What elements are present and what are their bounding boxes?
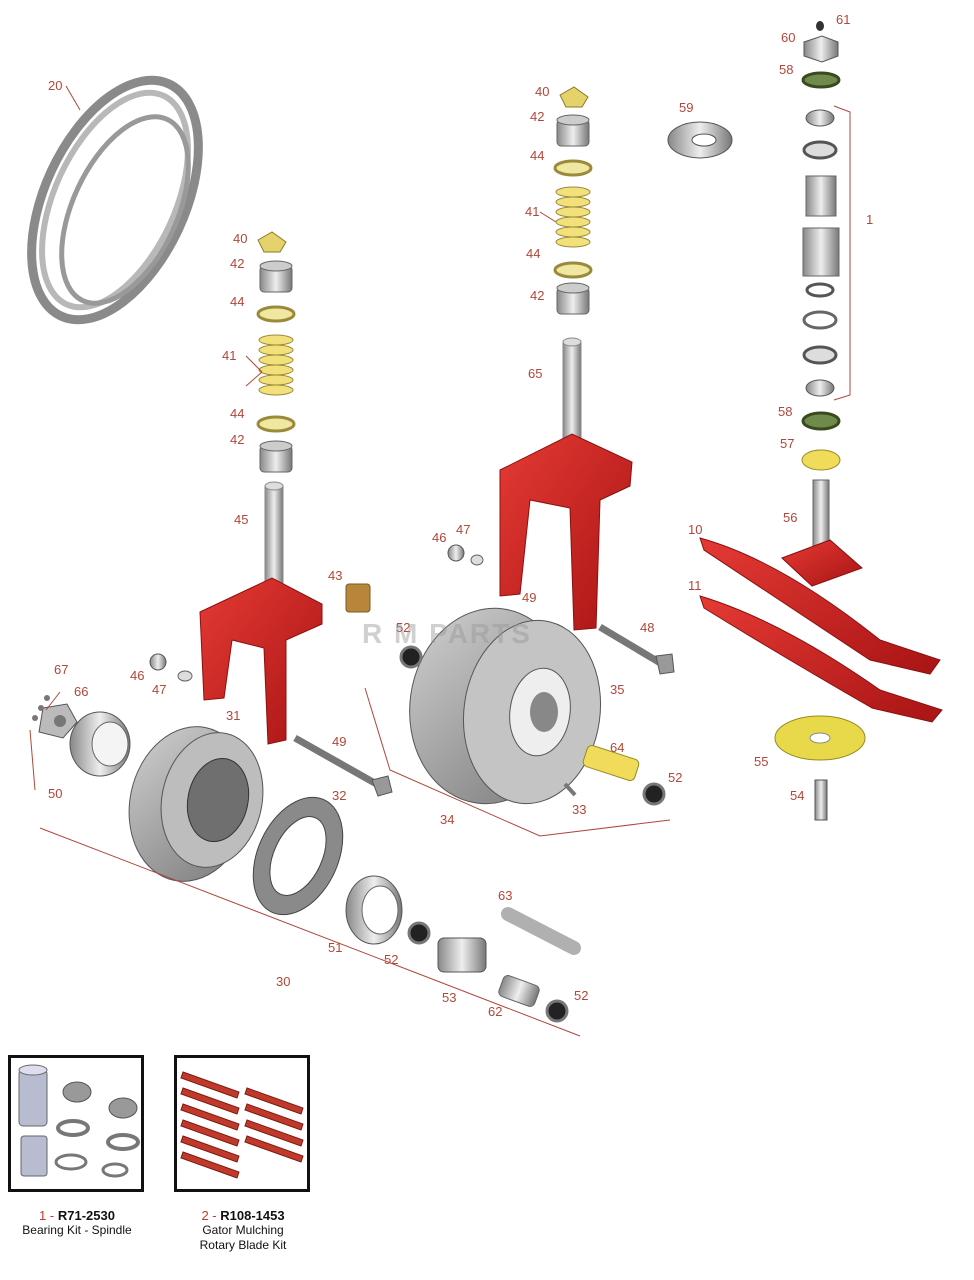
- callout-56: 56: [783, 510, 797, 525]
- middle-wheel-assembly: [399, 607, 666, 806]
- callout-51: 51: [328, 940, 342, 955]
- callout-50: 50: [48, 786, 62, 801]
- callout-40: 40: [535, 84, 549, 99]
- kit-1-part-number: R71-2530: [57, 1208, 115, 1223]
- left-wheel-assembly: [32, 695, 581, 1023]
- belt: [27, 75, 203, 325]
- kit-2-separator: -: [208, 1208, 221, 1223]
- callout-31: 31: [226, 708, 240, 723]
- callout-64: 64: [610, 740, 624, 755]
- callout-11: 11: [688, 578, 702, 593]
- callout-49: 49: [332, 734, 346, 749]
- callout-58: 58: [778, 404, 792, 419]
- callout-48: 48: [640, 620, 654, 635]
- kit-1-caption: 1 - R71-2530 Bearing Kit - Spindle: [0, 1208, 167, 1238]
- callout-41: 41: [525, 204, 539, 219]
- watermark: R M PARTS: [362, 618, 532, 649]
- callout-45: 45: [234, 512, 248, 527]
- middle-caster-stack: [499, 86, 633, 631]
- kit-1-number: 1: [39, 1208, 47, 1223]
- callout-40: 40: [233, 231, 247, 246]
- callout-46: 46: [432, 530, 446, 545]
- callout-61: 61: [836, 12, 850, 27]
- kit-2-number: 2: [201, 1208, 209, 1223]
- callout-57: 57: [780, 436, 794, 451]
- callout-49: 49: [522, 590, 536, 605]
- callout-59: 59: [679, 100, 693, 115]
- callout-62: 62: [488, 1004, 502, 1019]
- callout-20: 20: [48, 78, 62, 93]
- callout-35: 35: [610, 682, 624, 697]
- callout-55: 55: [754, 754, 768, 769]
- callout-46: 46: [130, 668, 144, 683]
- callout-65: 65: [528, 366, 542, 381]
- callout-54: 54: [790, 788, 804, 803]
- spindle-assembly: [667, 21, 943, 821]
- callout-53: 53: [442, 990, 456, 1005]
- kit-2-description: Gator Mulching Rotary Blade Kit: [199, 1223, 287, 1252]
- callout-44: 44: [530, 148, 544, 163]
- callout-66: 66: [74, 684, 88, 699]
- callout-32: 32: [332, 788, 346, 803]
- hardware: [149, 544, 675, 797]
- callout-42: 42: [230, 432, 244, 447]
- callout-41: 41: [222, 348, 236, 363]
- callout-labels: 61 60 58 1 59 58 57 56 10 11 55 54 20 40…: [48, 12, 873, 1019]
- callout-34: 34: [440, 812, 454, 827]
- callout-42: 42: [230, 256, 244, 271]
- callout-10: 10: [688, 522, 702, 537]
- callout-43: 43: [328, 568, 342, 583]
- callout-67: 67: [54, 662, 68, 677]
- callout-52: 52: [668, 770, 682, 785]
- callout-42: 42: [530, 288, 544, 303]
- kit-2-image: [174, 1055, 310, 1192]
- kit-2-part-number: R108-1453: [220, 1208, 285, 1223]
- left-caster-stack: [199, 231, 323, 745]
- kit-2-caption: 2 - R108-1453 Gator Mulching Rotary Blad…: [153, 1208, 333, 1253]
- callout-63: 63: [498, 888, 512, 903]
- callout-44: 44: [230, 294, 244, 309]
- kit-1-description: Bearing Kit - Spindle: [22, 1223, 132, 1237]
- callout-58: 58: [779, 62, 793, 77]
- callout-60: 60: [781, 30, 795, 45]
- callout-44: 44: [526, 246, 540, 261]
- kit-1-separator: -: [46, 1208, 58, 1223]
- callout-42: 42: [530, 109, 544, 124]
- callout-47: 47: [456, 522, 470, 537]
- callout-33: 33: [572, 802, 586, 817]
- leader-lines: [29, 85, 851, 1037]
- kit-1-image: [8, 1055, 144, 1192]
- callout-44: 44: [230, 406, 244, 421]
- callout-1: 1: [866, 212, 873, 227]
- callout-52: 52: [384, 952, 398, 967]
- callout-52: 52: [396, 620, 410, 635]
- callout-47: 47: [152, 682, 166, 697]
- callout-52: 52: [574, 988, 588, 1003]
- callout-30: 30: [276, 974, 290, 989]
